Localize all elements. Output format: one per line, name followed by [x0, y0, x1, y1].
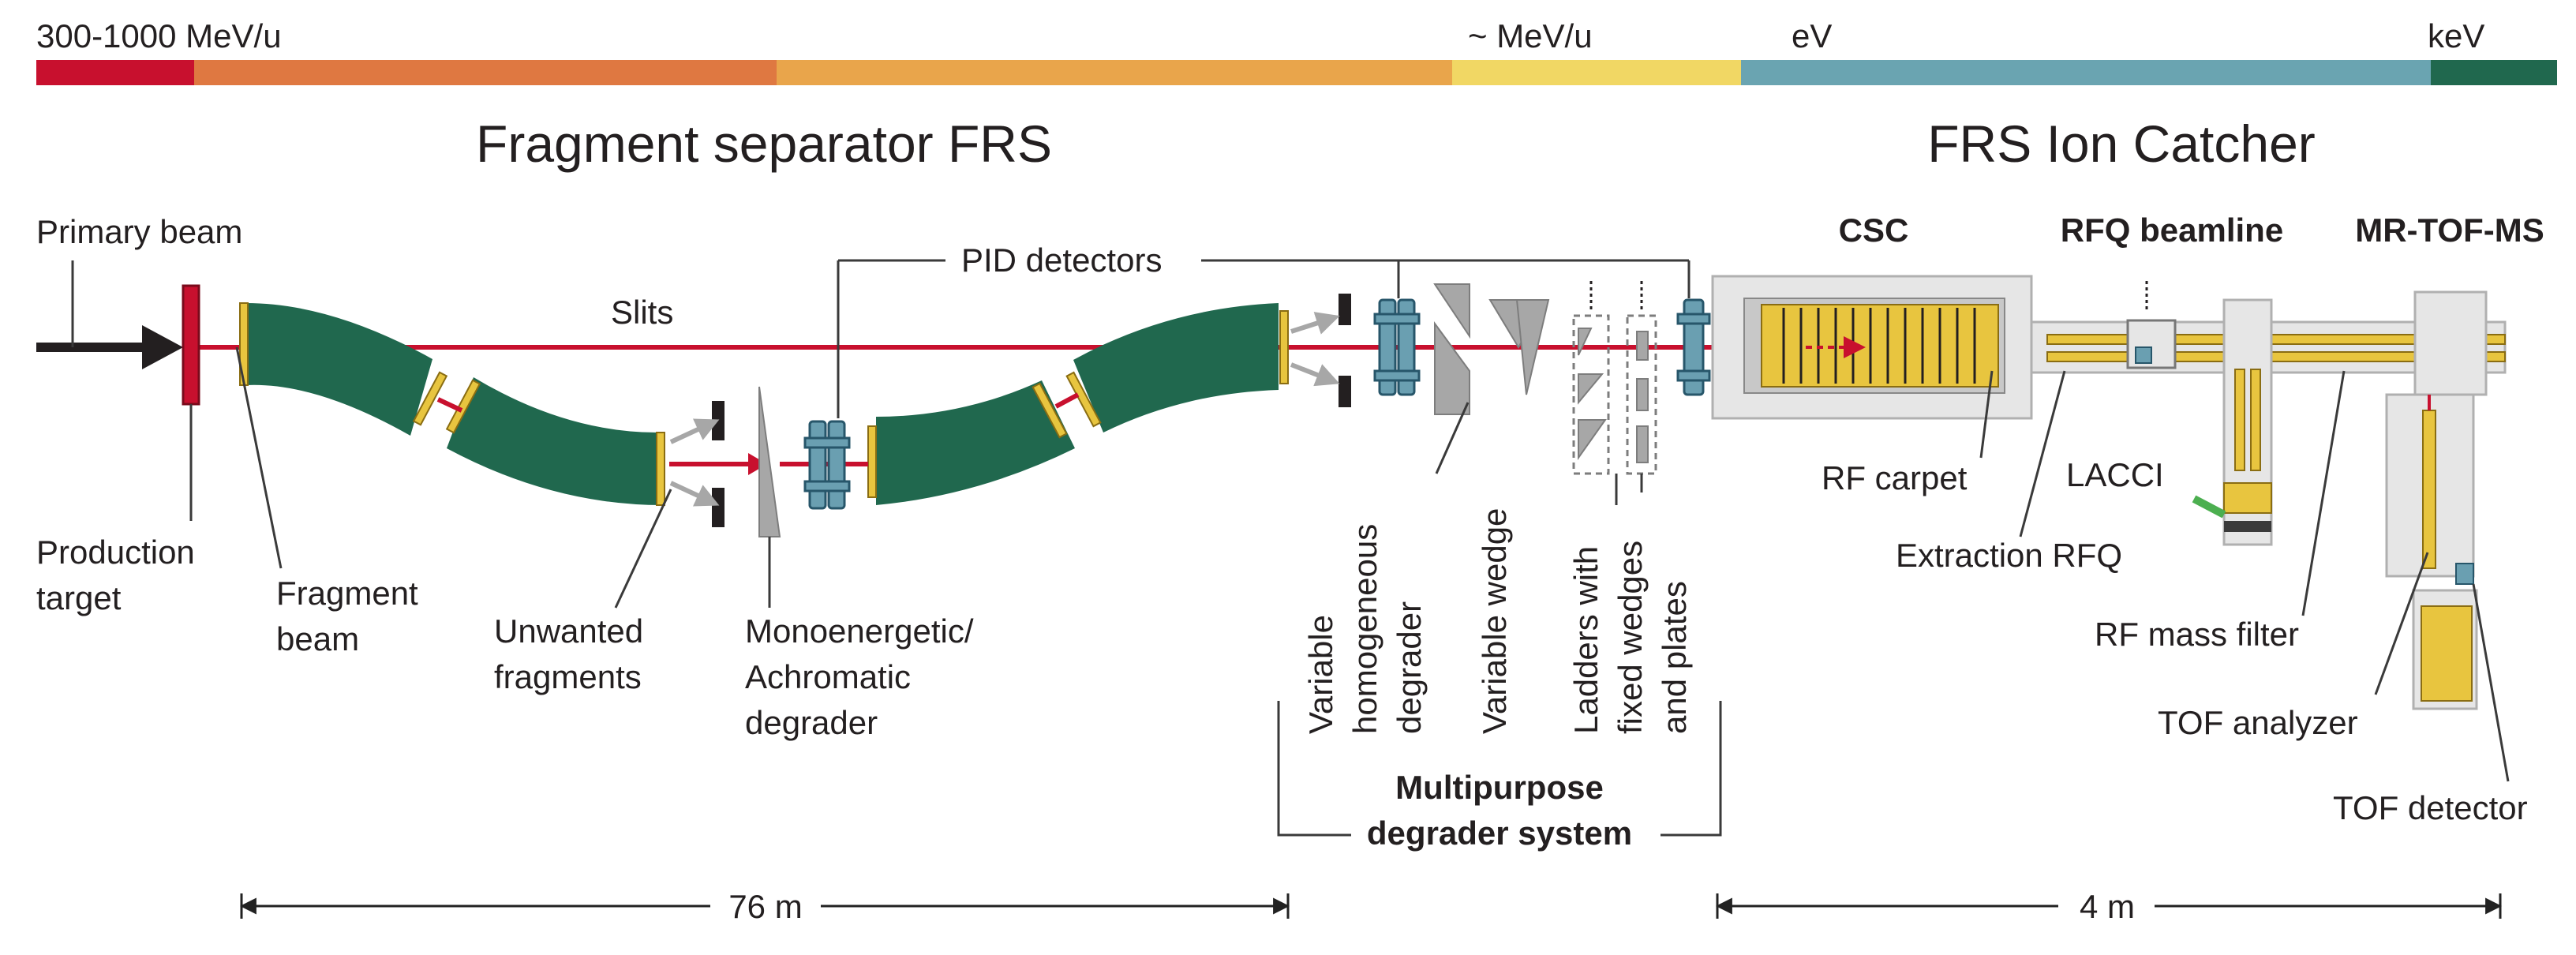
variable-homogeneous-degrader — [1433, 283, 1470, 415]
energy-label-mev: ~ MeV/u — [1468, 17, 1593, 54]
label-fragment-beam-2: beam — [276, 620, 359, 657]
label-rf-mass-filter: RF mass filter — [2095, 616, 2299, 653]
csc-electrodes — [1782, 308, 1976, 384]
label-slits: Slits — [611, 294, 673, 331]
label-mono-3: degrader — [745, 704, 878, 741]
energy-label-kev: keV — [2428, 17, 2484, 54]
leader-lines — [71, 259, 2510, 837]
pid-detector-2 — [1373, 298, 1421, 396]
slits — [669, 401, 724, 527]
label-var-hom-1: Variable — [1302, 615, 1339, 734]
energy-segment-high — [194, 60, 777, 85]
energy-label-ev: eV — [1792, 17, 1832, 54]
pid-detector-1 — [803, 420, 851, 510]
label-tof-detector: TOF detector — [2333, 789, 2528, 826]
label-var-wedge: Variable wedge — [1476, 508, 1513, 734]
label-pid-detectors: PID detectors — [961, 242, 1162, 279]
label-lacci: LACCI — [2066, 456, 2164, 493]
dipole-magnet-4 — [1065, 303, 1289, 433]
label-primary-beam: Primary beam — [36, 213, 242, 250]
label-production-target-1: Production — [36, 534, 195, 571]
label-unwanted-1: Unwanted — [494, 612, 643, 650]
ion-catcher-chamber — [1711, 275, 2033, 420]
label-extraction-rfq: Extraction RFQ — [1896, 537, 2122, 574]
variable-wedge — [1488, 299, 1550, 395]
energy-segment-ev — [1741, 60, 2431, 85]
label-mono-1: Monoenergetic/ — [745, 612, 974, 650]
monoenergetic-degrader — [758, 386, 781, 537]
scale-label-ion-catcher: 4 m — [2080, 888, 2135, 925]
energy-segment-kev — [2431, 60, 2557, 85]
label-rf-carpet: RF carpet — [1822, 459, 1968, 496]
primary-beam-arrow — [36, 325, 183, 369]
label-multipurpose-2: degrader system — [1367, 815, 1632, 852]
label-production-target-2: target — [36, 579, 122, 616]
label-tof-analyzer: TOF analyzer — [2158, 704, 2358, 741]
label-rfq-beamline: RFQ beamline — [2061, 212, 2283, 249]
label-csc: CSC — [1839, 212, 1909, 249]
label-mono-2: Achromatic — [745, 658, 911, 695]
label-ladders-2: fixed wedges — [1612, 541, 1649, 734]
mr-tof-ms — [2385, 290, 2488, 710]
label-ladders-1: Ladders with — [1567, 546, 1604, 734]
energy-label-relativistic: 300-1000 MeV/u — [36, 17, 282, 54]
energy-segment-mev — [1452, 60, 1741, 85]
dipole-magnet-3 — [867, 380, 1075, 505]
frs-title: Fragment separator FRS — [476, 114, 1052, 173]
ion-catcher-title: FRS Ion Catcher — [1927, 114, 2316, 173]
label-multipurpose-1: Multipurpose — [1395, 769, 1604, 806]
label-unwanted-2: fragments — [494, 658, 642, 695]
energy-segment-mid — [777, 60, 1452, 85]
beam-link-2 — [1054, 392, 1080, 409]
beam-arrow-1 — [748, 453, 767, 475]
label-var-hom-3: degrader — [1391, 601, 1428, 734]
production-target — [182, 284, 200, 406]
dipole-magnet-2 — [445, 377, 665, 506]
energy-segment-relativistic — [36, 60, 194, 85]
vertical-labels: Variable homogeneous degrader Variable w… — [1302, 508, 1693, 734]
beam-arrow-csc — [1844, 336, 1866, 358]
ladders — [1572, 281, 1657, 475]
lacci — [2192, 298, 2273, 546]
slits-2 — [1290, 294, 1351, 407]
scale-bar-ion-catcher: 4 m — [1715, 888, 2503, 925]
dipole-magnet-1 — [239, 302, 448, 436]
beam-link-1 — [436, 397, 463, 413]
label-ladders-3: and plates — [1656, 581, 1693, 734]
scale-label-frs: 76 m — [728, 888, 802, 925]
energy-bar: 300-1000 MeV/u ~ MeV/u eV keV — [36, 17, 2557, 85]
label-mr-tof-ms: MR-TOF-MS — [2355, 212, 2544, 249]
label-var-hom-2: homogeneous — [1346, 524, 1383, 734]
label-fragment-beam-1: Fragment — [276, 575, 418, 612]
scale-bar-frs: 76 m — [239, 888, 1290, 925]
pid-detector-3 — [1676, 298, 1711, 396]
